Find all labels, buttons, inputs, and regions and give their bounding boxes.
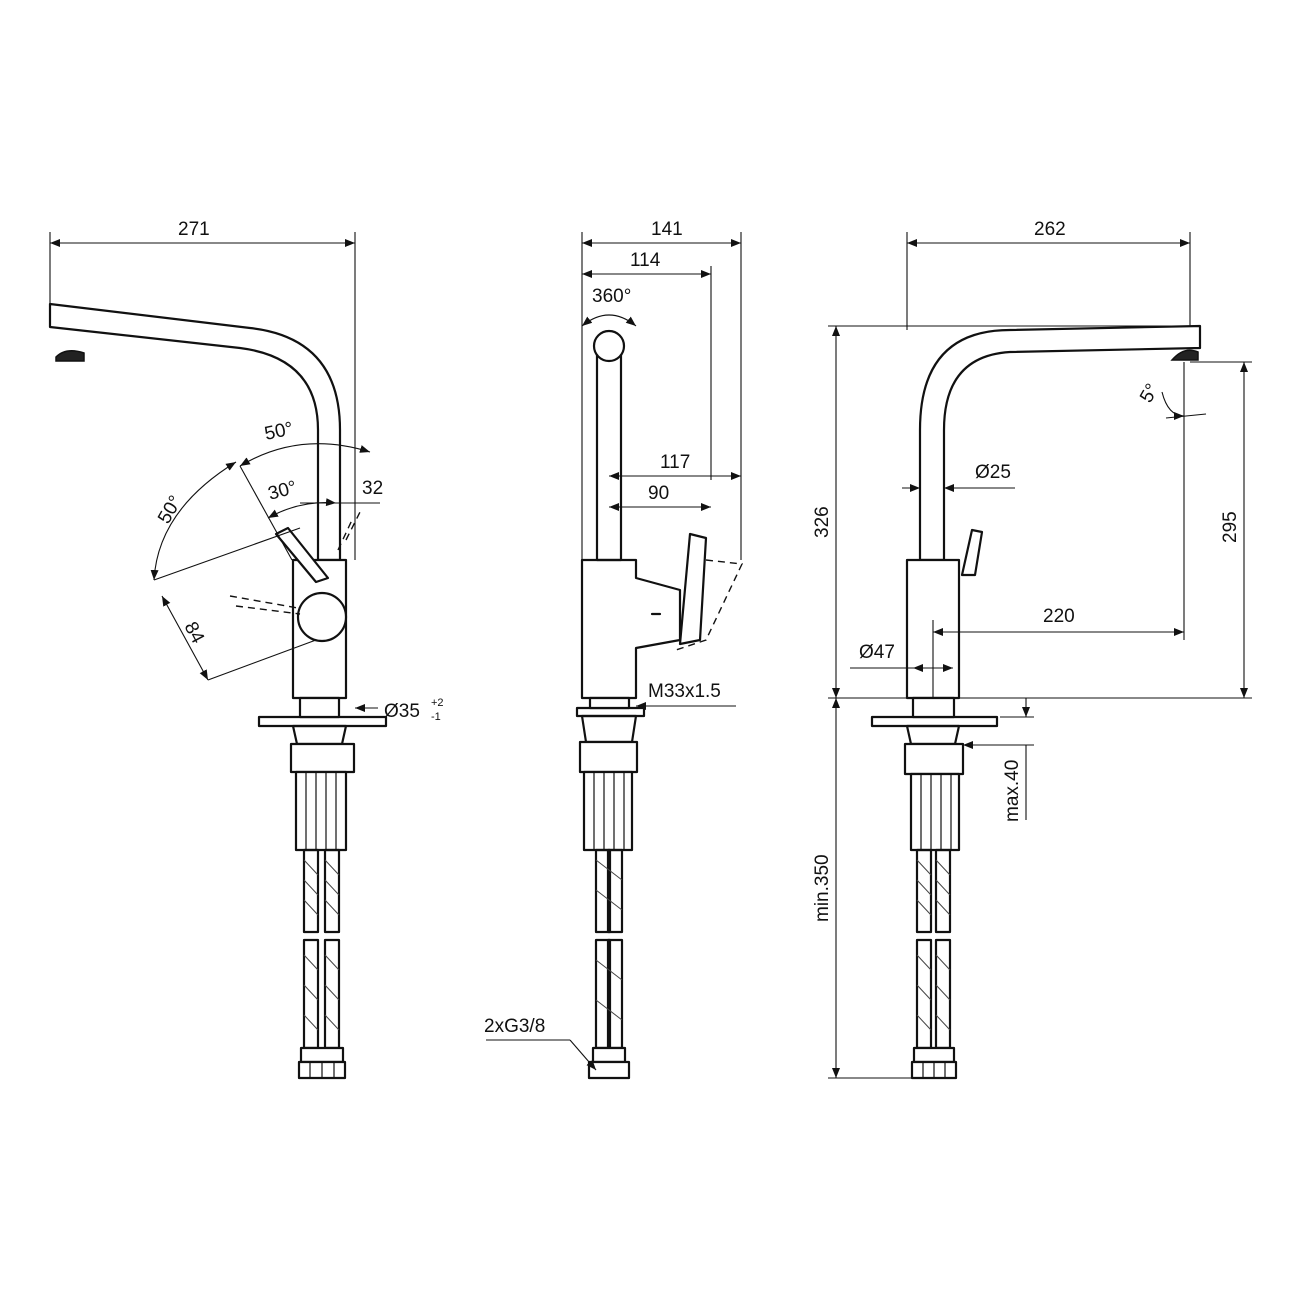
middle-connections-label: 2xG3/8 [484, 1016, 545, 1037]
left-angle-side-label: 50° [154, 492, 187, 527]
left-view: 271 50° 30° 50° 32 84 Ø35 +2 -1 [48, 219, 444, 1080]
right-spout-diameter-label: Ø25 [975, 462, 1011, 483]
middle-view: 141 114 360° 117 90 M33x1.5 2xG3/8 [484, 219, 744, 1080]
left-angle-upper-label: 50° [263, 418, 295, 445]
right-view: 262 326 295 5° Ø25 220 Ø47 max.40 min.35… [812, 219, 1252, 1080]
right-max-thickness-label: max.40 [1002, 760, 1023, 822]
left-offset-label: 32 [362, 478, 383, 499]
left-lever-length-label: 84 [180, 618, 209, 647]
right-dimension-lines [828, 232, 1252, 1079]
middle-lever-body-label: 90 [648, 483, 669, 504]
right-min-hose-label: min.350 [812, 854, 833, 922]
left-angle-lower-label: 30° [266, 477, 299, 505]
middle-thread-label: M33x1.5 [648, 681, 721, 702]
right-outlet-reach-label: 220 [1043, 606, 1075, 627]
right-total-height-label: 326 [812, 506, 833, 538]
left-tolerance-minus: -1 [431, 711, 441, 723]
left-dimension-lines [49, 232, 380, 712]
left-hole-diameter-label: Ø35 [384, 701, 420, 722]
middle-dimension-lines [486, 232, 742, 1071]
right-spout-angle-label: 5° [1136, 380, 1163, 406]
right-outlet-height-label: 295 [1220, 511, 1241, 543]
left-faucet-drawing [48, 302, 388, 1080]
middle-total-width-label: 141 [651, 219, 683, 240]
right-width-label: 262 [1034, 219, 1066, 240]
middle-spout-width-label: 114 [630, 250, 661, 271]
left-width-label: 271 [178, 219, 210, 240]
middle-faucet-drawing [575, 329, 744, 1080]
right-faucet-drawing [870, 324, 1202, 1080]
left-tolerance-plus: +2 [431, 697, 444, 709]
middle-rotation-label: 360° [592, 286, 631, 307]
right-body-diameter-label: Ø47 [859, 642, 895, 663]
middle-lever-reach-label: 117 [660, 452, 690, 473]
